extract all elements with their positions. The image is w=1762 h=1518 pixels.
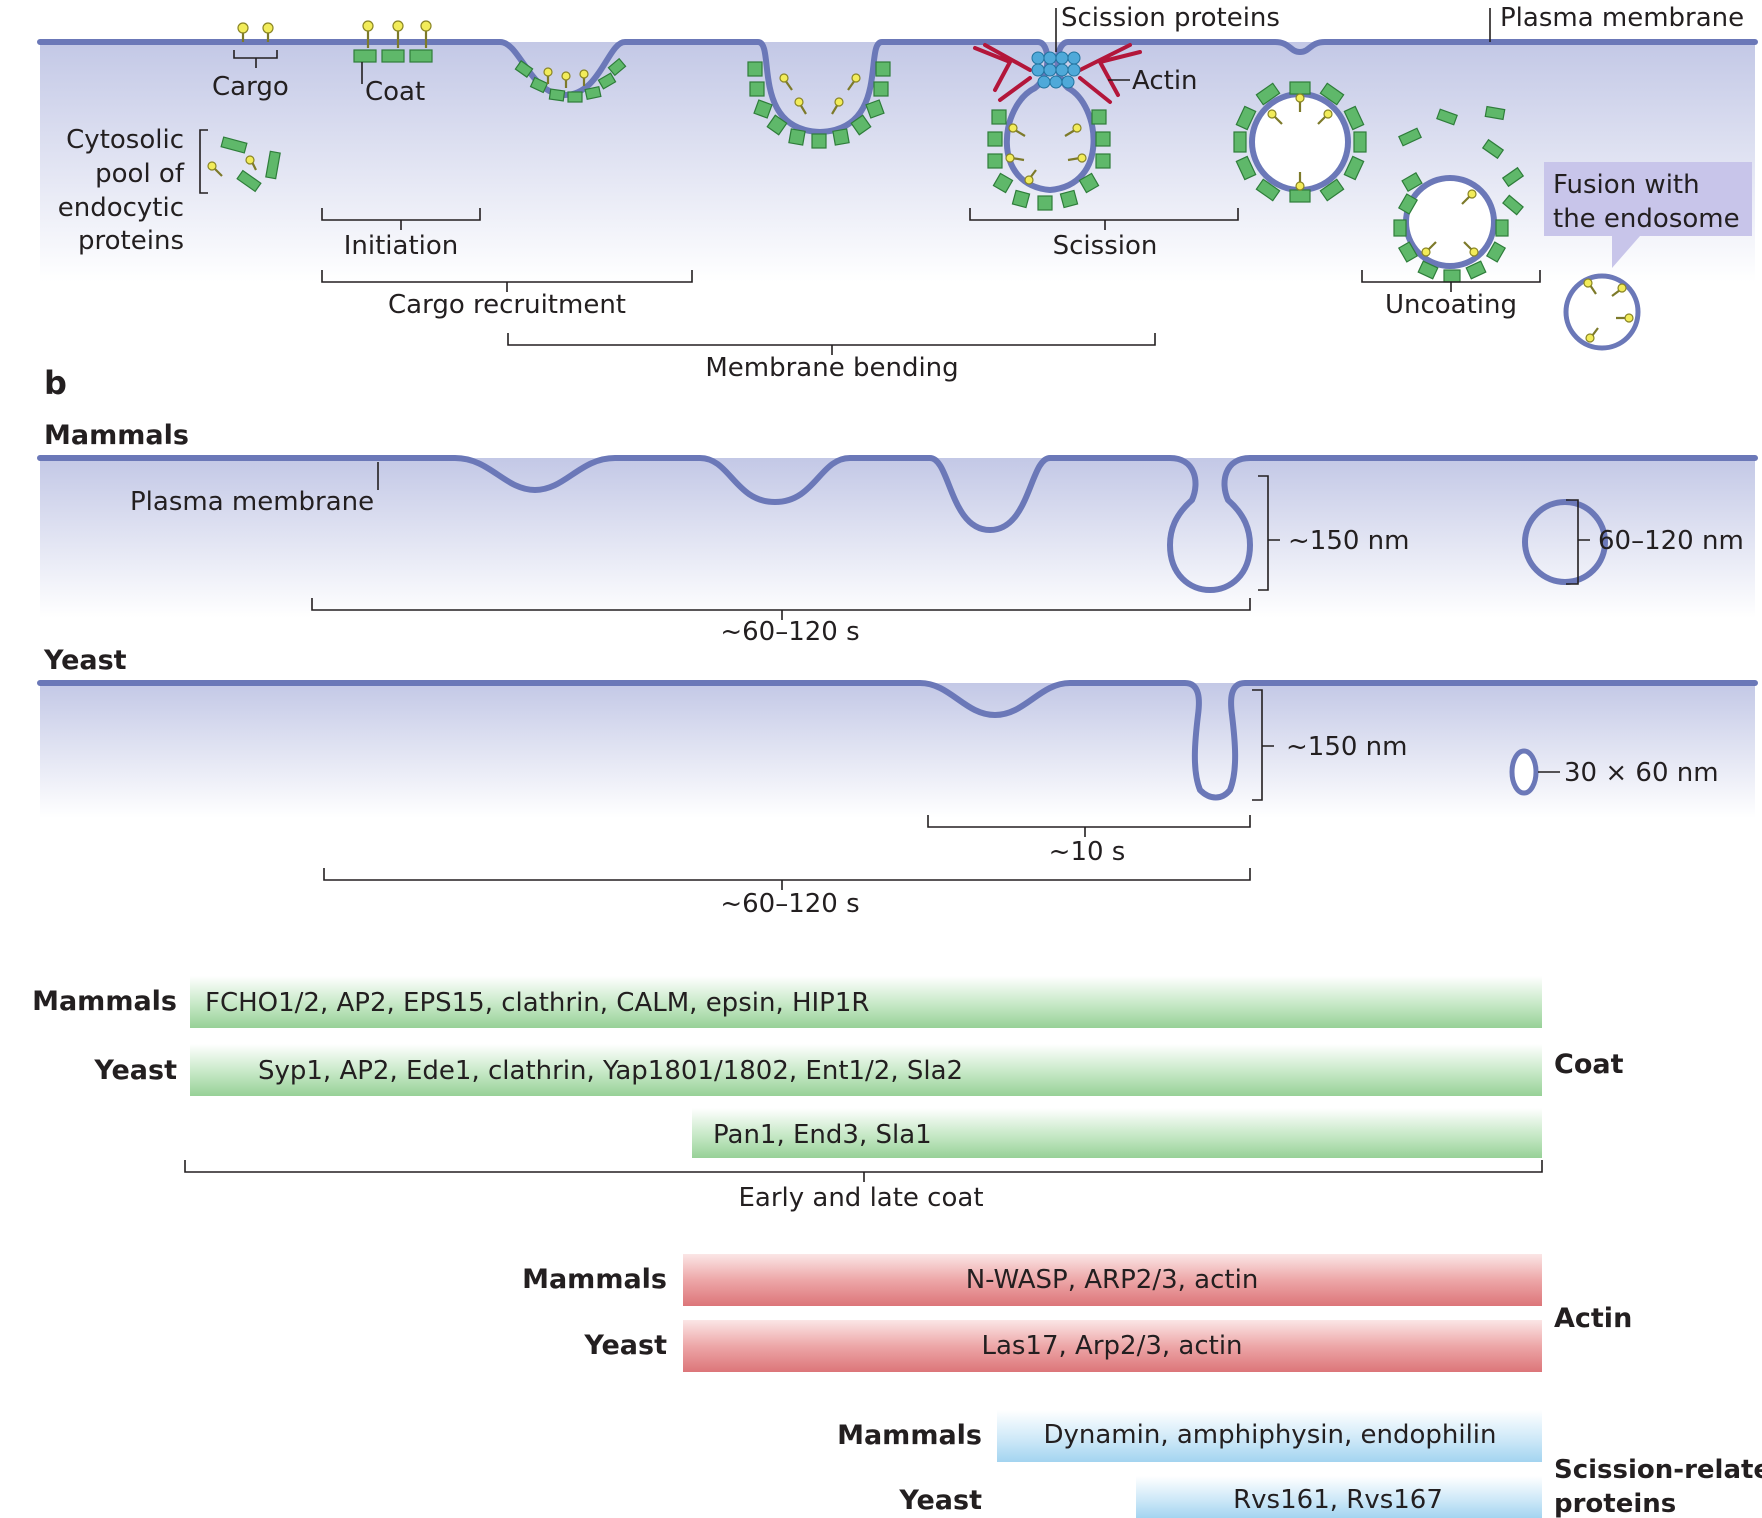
coat-group-label: Coat bbox=[1554, 1049, 1624, 1080]
coat-late-bar-text: Pan1, End3, Sla1 bbox=[713, 1120, 932, 1150]
cytosol-region-yeast bbox=[40, 683, 1755, 818]
scission-yeast-label: Yeast bbox=[898, 1485, 982, 1516]
yeast-depth-label: ~150 nm bbox=[1286, 732, 1407, 762]
mammals-time-label: ~60–120 s bbox=[720, 617, 859, 647]
cargo-recruitment-label: Cargo recruitment bbox=[388, 290, 626, 320]
scission-proteins-label: Scission proteins bbox=[1061, 3, 1280, 33]
mammals-vesicle-bracket bbox=[1566, 499, 1590, 585]
scission-label: Scission bbox=[1053, 231, 1158, 261]
panel-b-letter: b bbox=[44, 364, 67, 402]
released-coat-pieces bbox=[1398, 105, 1525, 216]
uncoating-bracket bbox=[1361, 270, 1541, 292]
mammals-free-vesicle bbox=[1522, 499, 1608, 585]
scission-group-label-1: Scission-related bbox=[1554, 1455, 1762, 1485]
mammals-plasma-membrane-label: Plasma membrane bbox=[130, 487, 374, 517]
yeast-free-vesicle bbox=[1509, 748, 1539, 796]
coat-early-late-label: Early and late coat bbox=[738, 1183, 983, 1213]
mammals-time-bracket bbox=[311, 598, 1251, 620]
panel-c: Mammals FCHO1/2, AP2, EPS15, clathrin, C… bbox=[32, 976, 1762, 1518]
deep-pit-coat bbox=[747, 61, 891, 149]
shallow-pit-coat bbox=[514, 57, 627, 103]
budding-coat bbox=[987, 109, 1111, 211]
coat-yeast-bar bbox=[190, 1044, 1542, 1096]
coat-mammals-bar-text: FCHO1/2, AP2, EPS15, clathrin, CALM, eps… bbox=[205, 988, 869, 1018]
scission-yeast-bar bbox=[1136, 1476, 1542, 1518]
cargo-bracket bbox=[233, 50, 278, 68]
mammals-membrane bbox=[37, 455, 1758, 593]
scission-yeast-bar-text: Rvs161, Rvs167 bbox=[1233, 1485, 1443, 1515]
coated-vesicle bbox=[1233, 81, 1367, 203]
yeast-depth-bracket bbox=[1252, 689, 1274, 801]
scission-mammals-bar-text: Dynamin, amphiphysin, endophilin bbox=[1043, 1420, 1496, 1450]
mammals-title-b: Mammals bbox=[44, 420, 189, 451]
coat-mammals-label: Mammals bbox=[32, 986, 177, 1017]
actin-label: Actin bbox=[1132, 66, 1198, 96]
membrane-bending-bracket bbox=[507, 333, 1156, 355]
actin-yeast-bar bbox=[683, 1320, 1542, 1372]
yeast-short-time-bracket bbox=[927, 815, 1251, 837]
cytosolic-bracket bbox=[199, 129, 208, 194]
scission-mammals-label: Mammals bbox=[837, 1420, 982, 1451]
coat-early-late-bracket bbox=[184, 1160, 1543, 1182]
fusion-label-line1: Fusion with bbox=[1553, 170, 1700, 200]
membrane-bending-label: Membrane bending bbox=[705, 353, 958, 383]
coat-yeast-bar-text: Syp1, AP2, Ede1, clathrin, Yap1801/1802,… bbox=[258, 1056, 963, 1086]
yeast-short-time-label: ~10 s bbox=[1049, 837, 1126, 867]
fusion-callout-box bbox=[1544, 162, 1752, 268]
cytosolic-label-3: endocytic bbox=[58, 193, 184, 223]
uncoating-vesicle bbox=[1393, 171, 1509, 283]
yeast-time-bracket bbox=[323, 868, 1251, 890]
actin-mammals-label: Mammals bbox=[522, 1264, 667, 1295]
plasma-membrane-label-a: Plasma membrane bbox=[1500, 3, 1744, 33]
coat-yeast-label: Yeast bbox=[93, 1055, 177, 1086]
mammals-vesicle-size-label: 60–120 nm bbox=[1598, 526, 1744, 556]
scission-bracket bbox=[969, 208, 1239, 230]
actin-yeast-label: Yeast bbox=[583, 1330, 667, 1361]
mammals-depth-label: ~150 nm bbox=[1288, 526, 1409, 556]
panel-b: b Mammals Plasma membrane ~150 nm 60–120… bbox=[37, 364, 1758, 919]
cytosolic-label-4: proteins bbox=[78, 226, 184, 256]
cargo-label: Cargo bbox=[212, 72, 289, 102]
mammals-depth-bracket bbox=[1258, 475, 1280, 591]
coat-label: Coat bbox=[365, 77, 425, 107]
cytosolic-label-2: pool of bbox=[95, 159, 185, 189]
budding-vesicle bbox=[973, 43, 1142, 211]
cytosolic-label-1: Cytosolic bbox=[66, 125, 184, 155]
cytosol-region-mammals bbox=[40, 458, 1755, 618]
coat-mammals-bar bbox=[190, 976, 1542, 1028]
initiation-label: Initiation bbox=[344, 231, 459, 261]
fusion-label-line2: the endosome bbox=[1553, 204, 1740, 234]
panel-a: Fusion with the endosome Cargo bbox=[37, 3, 1758, 383]
uncoating-label: Uncoating bbox=[1385, 290, 1517, 320]
yeast-time-label: ~60–120 s bbox=[720, 889, 859, 919]
dynamin-collar bbox=[1031, 51, 1081, 89]
scission-mammals-bar bbox=[997, 1410, 1542, 1462]
cytosolic-pool-icons bbox=[207, 136, 281, 193]
actin-group-label: Actin bbox=[1554, 1303, 1632, 1334]
coat-late-bar bbox=[692, 1108, 1542, 1158]
actin-mammals-bar bbox=[683, 1254, 1542, 1306]
initiation-bracket bbox=[321, 208, 481, 230]
actin-yeast-bar-text: Las17, Arp2/3, actin bbox=[981, 1331, 1242, 1361]
actin-mammals-bar-text: N-WASP, ARP2/3, actin bbox=[966, 1265, 1259, 1295]
yeast-vesicle-size-label: 30 × 60 nm bbox=[1564, 758, 1719, 788]
scission-group-label-2: proteins bbox=[1554, 1489, 1676, 1518]
cargo-recruitment-bracket bbox=[321, 270, 693, 292]
uncoated-vesicle bbox=[1563, 273, 1641, 351]
cargo-on-membrane bbox=[237, 20, 433, 63]
yeast-title-b: Yeast bbox=[43, 645, 127, 676]
yeast-membrane bbox=[37, 680, 1758, 801]
